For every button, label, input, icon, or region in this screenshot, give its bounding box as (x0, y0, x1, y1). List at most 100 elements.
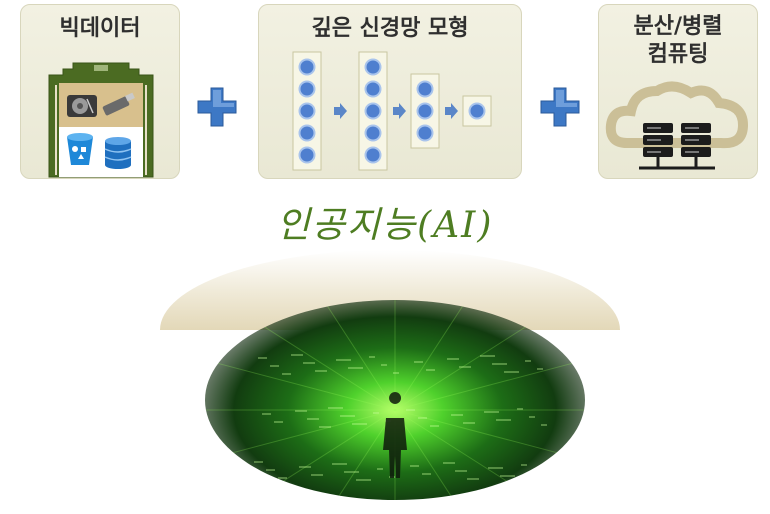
tunnel-ray (252, 409, 396, 500)
distributed-computing-panel: 분산/병렬 컴퓨팅 (598, 4, 758, 179)
code-glyph (328, 407, 343, 409)
distributed-title-line2: 컴퓨팅 (647, 42, 709, 67)
code-glyph (525, 360, 531, 362)
neuron-node (416, 80, 434, 98)
code-glyph (291, 354, 303, 356)
code-glyph (541, 424, 547, 426)
person-silhouette (383, 392, 407, 478)
code-glyph (381, 364, 387, 366)
code-glyph (274, 421, 283, 423)
code-glyph (500, 475, 515, 477)
code-glyph (348, 367, 363, 369)
code-glyph (451, 414, 463, 416)
neuron-node (298, 124, 316, 142)
deep-neural-network-panel: 깊은 신경망 모형 (258, 4, 522, 179)
code-glyph (270, 365, 279, 367)
tunnel-ray (394, 359, 585, 411)
bigdata-illustration (48, 62, 154, 178)
code-glyph (484, 411, 499, 413)
code-glyph (463, 422, 475, 424)
digital-tunnel-image (205, 300, 585, 500)
neural-network-diagram (292, 51, 492, 171)
code-glyph (418, 417, 427, 419)
tunnel-ray (335, 409, 396, 500)
tunnel-ray (394, 409, 455, 500)
code-glyph (488, 467, 503, 469)
code-glyph (414, 361, 423, 363)
distributed-title: 분산/병렬 컴퓨팅 (599, 13, 757, 69)
server-rack-icon (639, 123, 715, 170)
code-glyph (504, 371, 519, 373)
neuron-node (468, 102, 486, 120)
code-glyph (517, 408, 523, 410)
code-glyph (336, 359, 351, 361)
code-glyph (278, 477, 287, 479)
dnn-title: 깊은 신경망 모형 (311, 16, 469, 41)
neuron-node (416, 102, 434, 120)
distributed-title-line1: 분산/병렬 (633, 14, 723, 39)
tunnel-ray (394, 310, 551, 411)
code-glyph (430, 425, 439, 427)
code-glyph (340, 415, 355, 417)
code-glyph (262, 413, 271, 415)
code-glyph (299, 466, 311, 468)
code-glyph (447, 358, 459, 360)
code-glyph (443, 462, 455, 464)
neuron-node (298, 58, 316, 76)
bigdata-panel: 빅데이터 (20, 4, 180, 179)
neuron-node (298, 102, 316, 120)
neuron-node (416, 124, 434, 142)
code-glyph (344, 471, 359, 473)
code-glyph (537, 368, 543, 370)
code-glyph (356, 479, 371, 481)
code-glyph (254, 461, 263, 463)
tunnel-code-pattern (205, 300, 585, 500)
neuron-node (364, 80, 382, 98)
code-glyph (492, 363, 507, 365)
ai-label: 인공지능(AI) (276, 205, 494, 246)
code-glyph (369, 356, 375, 358)
neuron-node (364, 146, 382, 164)
plus-icon (197, 87, 237, 127)
code-glyph (266, 469, 275, 471)
tunnel-ray (205, 359, 396, 411)
neuron-node (298, 146, 316, 164)
code-glyph (496, 419, 511, 421)
code-glyph (529, 416, 535, 418)
tunnel-ray (322, 300, 396, 411)
storage-bucket-icon (67, 133, 93, 165)
plus-icon (540, 87, 580, 127)
code-glyph (533, 472, 539, 474)
code-glyph (303, 362, 315, 364)
code-glyph (480, 355, 495, 357)
tunnel-ray (394, 300, 468, 411)
arrow-right-icon (445, 103, 458, 119)
code-glyph (282, 373, 291, 375)
hard-disk-icon (67, 95, 97, 117)
cloud-icon (605, 81, 749, 149)
code-glyph (467, 478, 479, 480)
layer-box (462, 95, 492, 127)
code-glyph (307, 418, 319, 420)
code-glyph (426, 369, 435, 371)
code-glyph (319, 426, 331, 428)
code-glyph (406, 409, 415, 411)
code-glyph (295, 410, 307, 412)
tunnel-ray (205, 409, 396, 461)
code-glyph (352, 423, 367, 425)
code-glyph (393, 372, 399, 374)
bigdata-title: 빅데이터 (59, 16, 141, 41)
code-glyph (311, 474, 323, 476)
usb-drive-icon (102, 92, 135, 116)
code-glyph (332, 463, 347, 465)
code-glyph (521, 464, 527, 466)
tunnel-ray (239, 310, 396, 411)
neuron-node (298, 80, 316, 98)
code-glyph (422, 473, 431, 475)
arrow-right-icon (334, 103, 347, 119)
code-glyph (410, 465, 419, 467)
database-icon (104, 137, 132, 169)
code-glyph (315, 370, 327, 372)
code-glyph (377, 468, 383, 470)
neuron-node (364, 102, 382, 120)
